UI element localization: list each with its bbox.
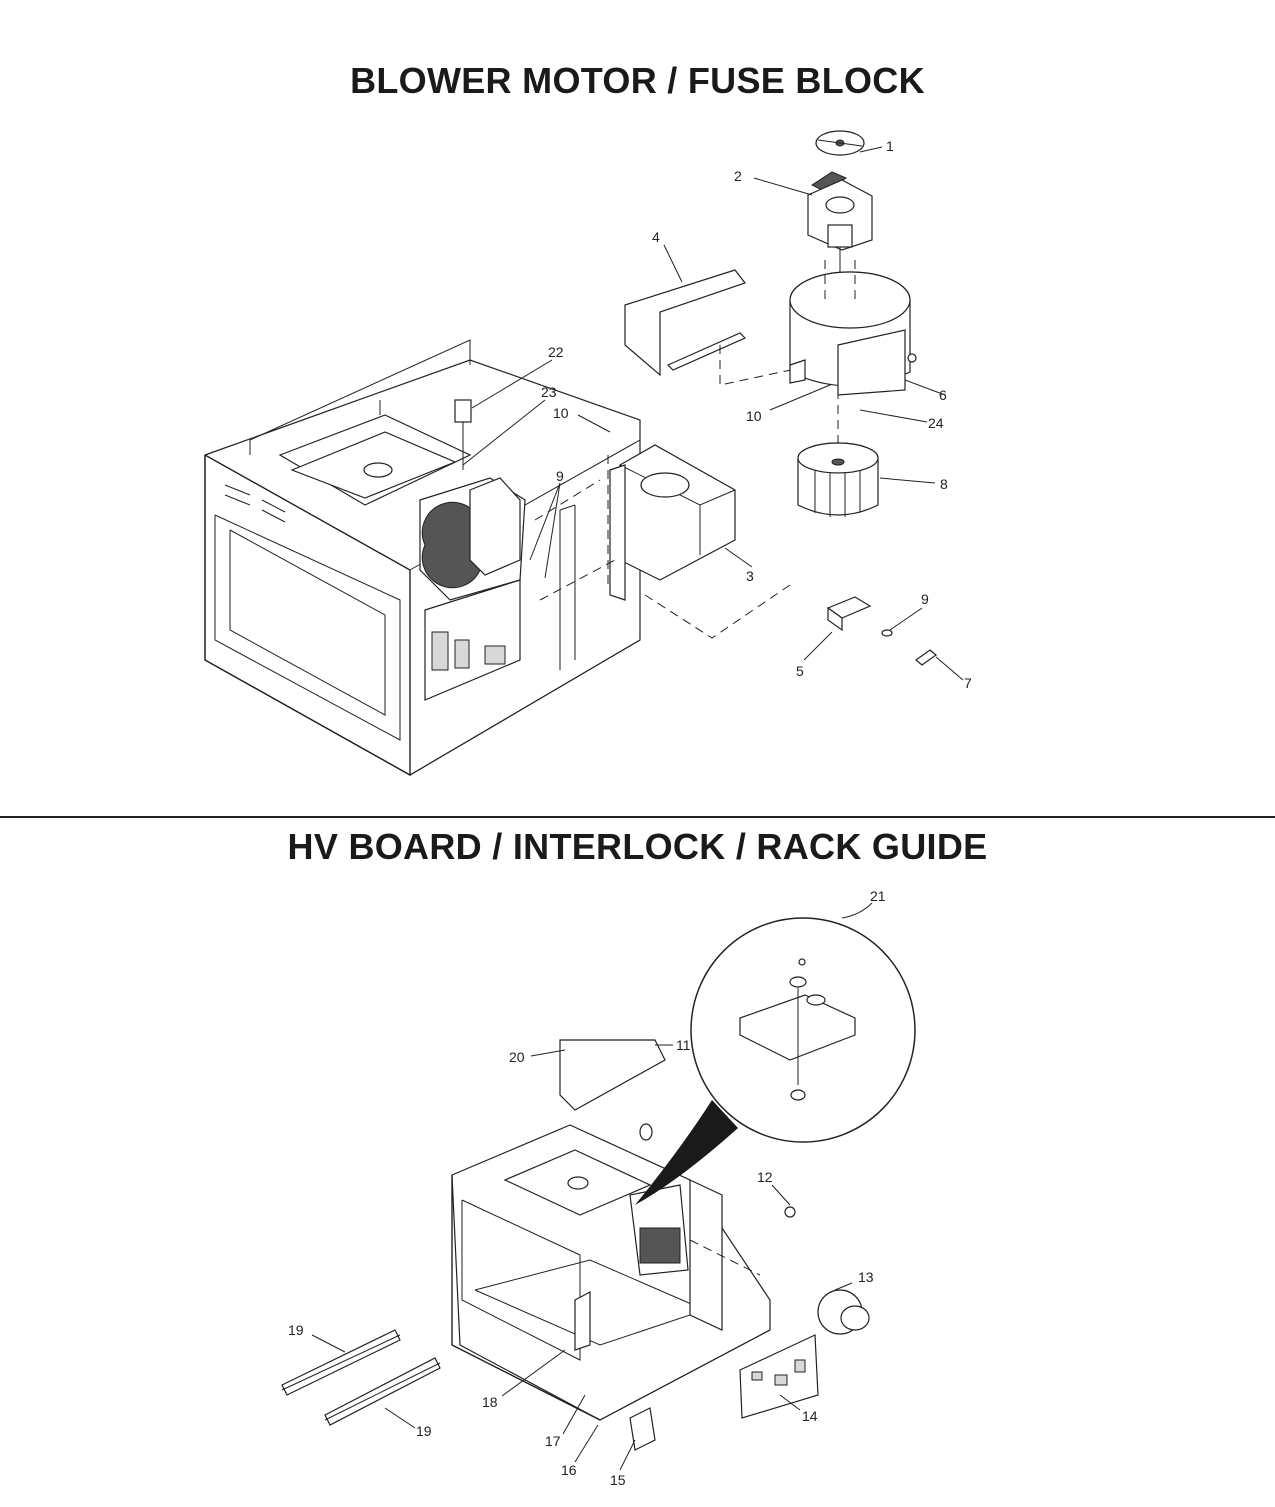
callout-4: 4	[652, 229, 660, 245]
detail-circle-21	[635, 917, 916, 1205]
callouts-top: 1 2 4 22 23 10 9 10 6 24 8 3 9 5 7	[541, 138, 972, 691]
part-19-rack-guide-upper	[281, 1329, 401, 1396]
part-3-duct	[534, 444, 791, 639]
callouts-bottom: 21 20 11 12 13 19 19 18 17 16 15 14	[288, 888, 886, 1488]
callout-8: 8	[940, 476, 948, 492]
callout-9-a: 9	[556, 468, 564, 484]
callout-7: 7	[964, 675, 972, 691]
section-divider	[0, 816, 1275, 818]
callout-2: 2	[734, 168, 742, 184]
callout-23: 23	[541, 384, 557, 400]
oven-cabinet-bottom	[451, 1039, 771, 1421]
section-title-blower-motor: BLOWER MOTOR / FUSE BLOCK	[350, 60, 925, 101]
callout-17: 17	[545, 1433, 561, 1449]
callout-13: 13	[858, 1269, 874, 1285]
section-title-hv-board: HV BOARD / INTERLOCK / RACK GUIDE	[287, 826, 988, 867]
callout-1: 1	[886, 138, 894, 154]
part-8-blower-wheel	[797, 442, 879, 517]
part-4-cover	[624, 269, 801, 386]
callout-21: 21	[870, 888, 886, 904]
callout-10-a: 10	[553, 405, 569, 421]
callout-3: 3	[746, 568, 754, 584]
leader-lines-top	[462, 146, 964, 681]
part-2-blower-motor	[807, 171, 873, 280]
callout-15: 15	[610, 1472, 626, 1488]
callout-9-b: 9	[921, 591, 929, 607]
callout-10-b: 10	[746, 408, 762, 424]
oven-cabinet-top	[204, 339, 641, 777]
callout-12: 12	[757, 1169, 773, 1185]
callout-19-a: 19	[288, 1322, 304, 1338]
part-13-interlock	[817, 1289, 870, 1335]
callout-16: 16	[561, 1462, 577, 1478]
part-14-hv-board	[739, 1334, 819, 1419]
callout-11: 11	[676, 1037, 691, 1053]
callout-22: 22	[548, 344, 564, 360]
leader-lines-bottom	[311, 902, 873, 1471]
part-6-blower-housing	[789, 260, 917, 455]
callout-19-b: 19	[416, 1423, 432, 1439]
part-19-rack-guide-lower	[324, 1357, 441, 1426]
callout-20: 20	[509, 1049, 525, 1065]
callout-18: 18	[482, 1394, 498, 1410]
part-5-fuse-block	[826, 596, 937, 666]
callout-14: 14	[802, 1408, 818, 1424]
part-12-screw	[784, 1206, 796, 1218]
callout-5: 5	[796, 663, 804, 679]
callout-24: 24	[928, 415, 944, 431]
callout-6: 6	[939, 387, 947, 403]
part-15-switch	[629, 1407, 656, 1451]
part-1-fan	[815, 130, 865, 156]
